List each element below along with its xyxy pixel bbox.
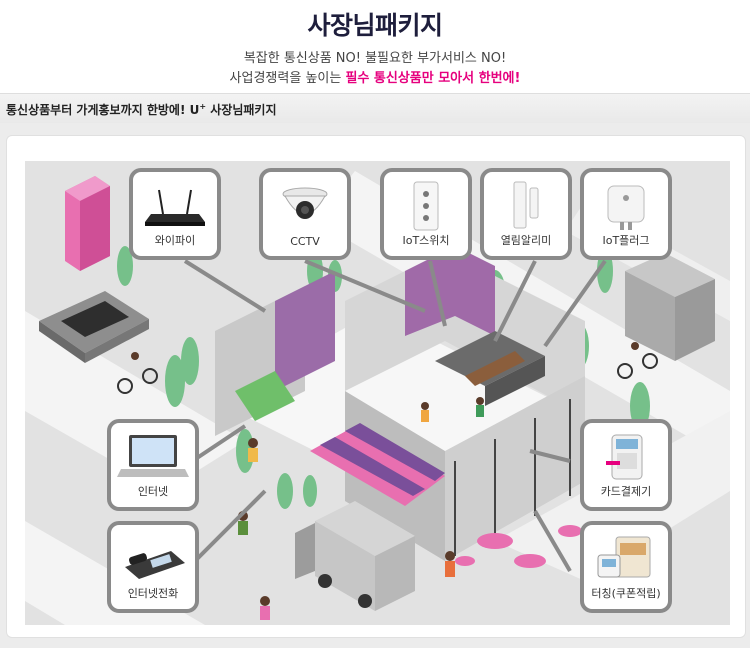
- service-callout-internet-phone[interactable]: 인터넷전화: [107, 521, 199, 613]
- door-sensor-icon: [513, 181, 539, 229]
- service-label: IoT플러그: [602, 234, 650, 247]
- service-callout-door-sensor[interactable]: 열림알리미: [480, 168, 572, 260]
- service-label: 카드결제기: [600, 485, 652, 498]
- subtitle-line-2: 사업경쟁력을 높이는 필수 통신상품만 모아서 한번에!: [0, 67, 750, 86]
- section-title-sup: +: [199, 102, 207, 111]
- section-title: 통신상품부터 가게홍보까지 한방에! U+ 사장님패키지: [6, 101, 276, 118]
- illustration-panel: 와이파이 CCTV IoT스위치: [6, 135, 746, 638]
- iot-switch-icon: [413, 181, 439, 231]
- service-label: 터칭(쿠폰적립): [591, 587, 661, 600]
- wifi-router-icon: [145, 189, 205, 226]
- desk-phone-icon: [125, 551, 185, 579]
- service-label: 열림알리미: [500, 234, 552, 247]
- service-callout-touching-coupon[interactable]: 터칭(쿠폰적립): [580, 521, 672, 613]
- store-illustration: 와이파이 CCTV IoT스위치: [25, 161, 730, 625]
- service-label: CCTV: [290, 235, 320, 248]
- service-label: IoT스위치: [402, 234, 450, 247]
- service-label: 와이파이: [154, 234, 196, 247]
- service-callout-iot-switch[interactable]: IoT스위치: [380, 168, 472, 260]
- illustration-frame: 와이파이 CCTV IoT스위치: [0, 123, 750, 648]
- section-title-suffix: 사장님패키지: [206, 103, 277, 117]
- iot-plug-icon: [607, 185, 645, 230]
- card-terminal-icon: [606, 434, 643, 480]
- subtitle-line-2-prefix: 사업경쟁력을 높이는: [229, 71, 346, 86]
- subtitle-line-1: 복잡한 통신상품 NO! 불필요한 부가서비스 NO!: [243, 51, 507, 66]
- section-header: 통신상품부터 가게홍보까지 한방에! U+ 사장님패키지: [0, 93, 750, 123]
- service-callout-iot-plug[interactable]: IoT플러그: [580, 168, 672, 260]
- subtitle-highlight: 필수 통신상품만 모아서 한번에!: [345, 71, 521, 86]
- service-label: 인터넷전화: [127, 587, 179, 600]
- page-title: 사장님패키지: [307, 11, 443, 40]
- laptop-icon: [117, 435, 189, 477]
- section-title-prefix: 통신상품부터 가게홍보까지 한방에! U: [6, 103, 200, 117]
- cctv-camera-icon: [282, 187, 328, 219]
- service-callout-internet[interactable]: 인터넷: [107, 419, 199, 511]
- service-label: 인터넷: [137, 485, 169, 498]
- service-callout-card-terminal[interactable]: 카드결제기: [580, 419, 672, 511]
- service-callout-cctv[interactable]: CCTV: [259, 168, 351, 260]
- coupon-tablet-icon: [597, 536, 651, 578]
- service-callout-wifi[interactable]: 와이파이: [129, 168, 221, 260]
